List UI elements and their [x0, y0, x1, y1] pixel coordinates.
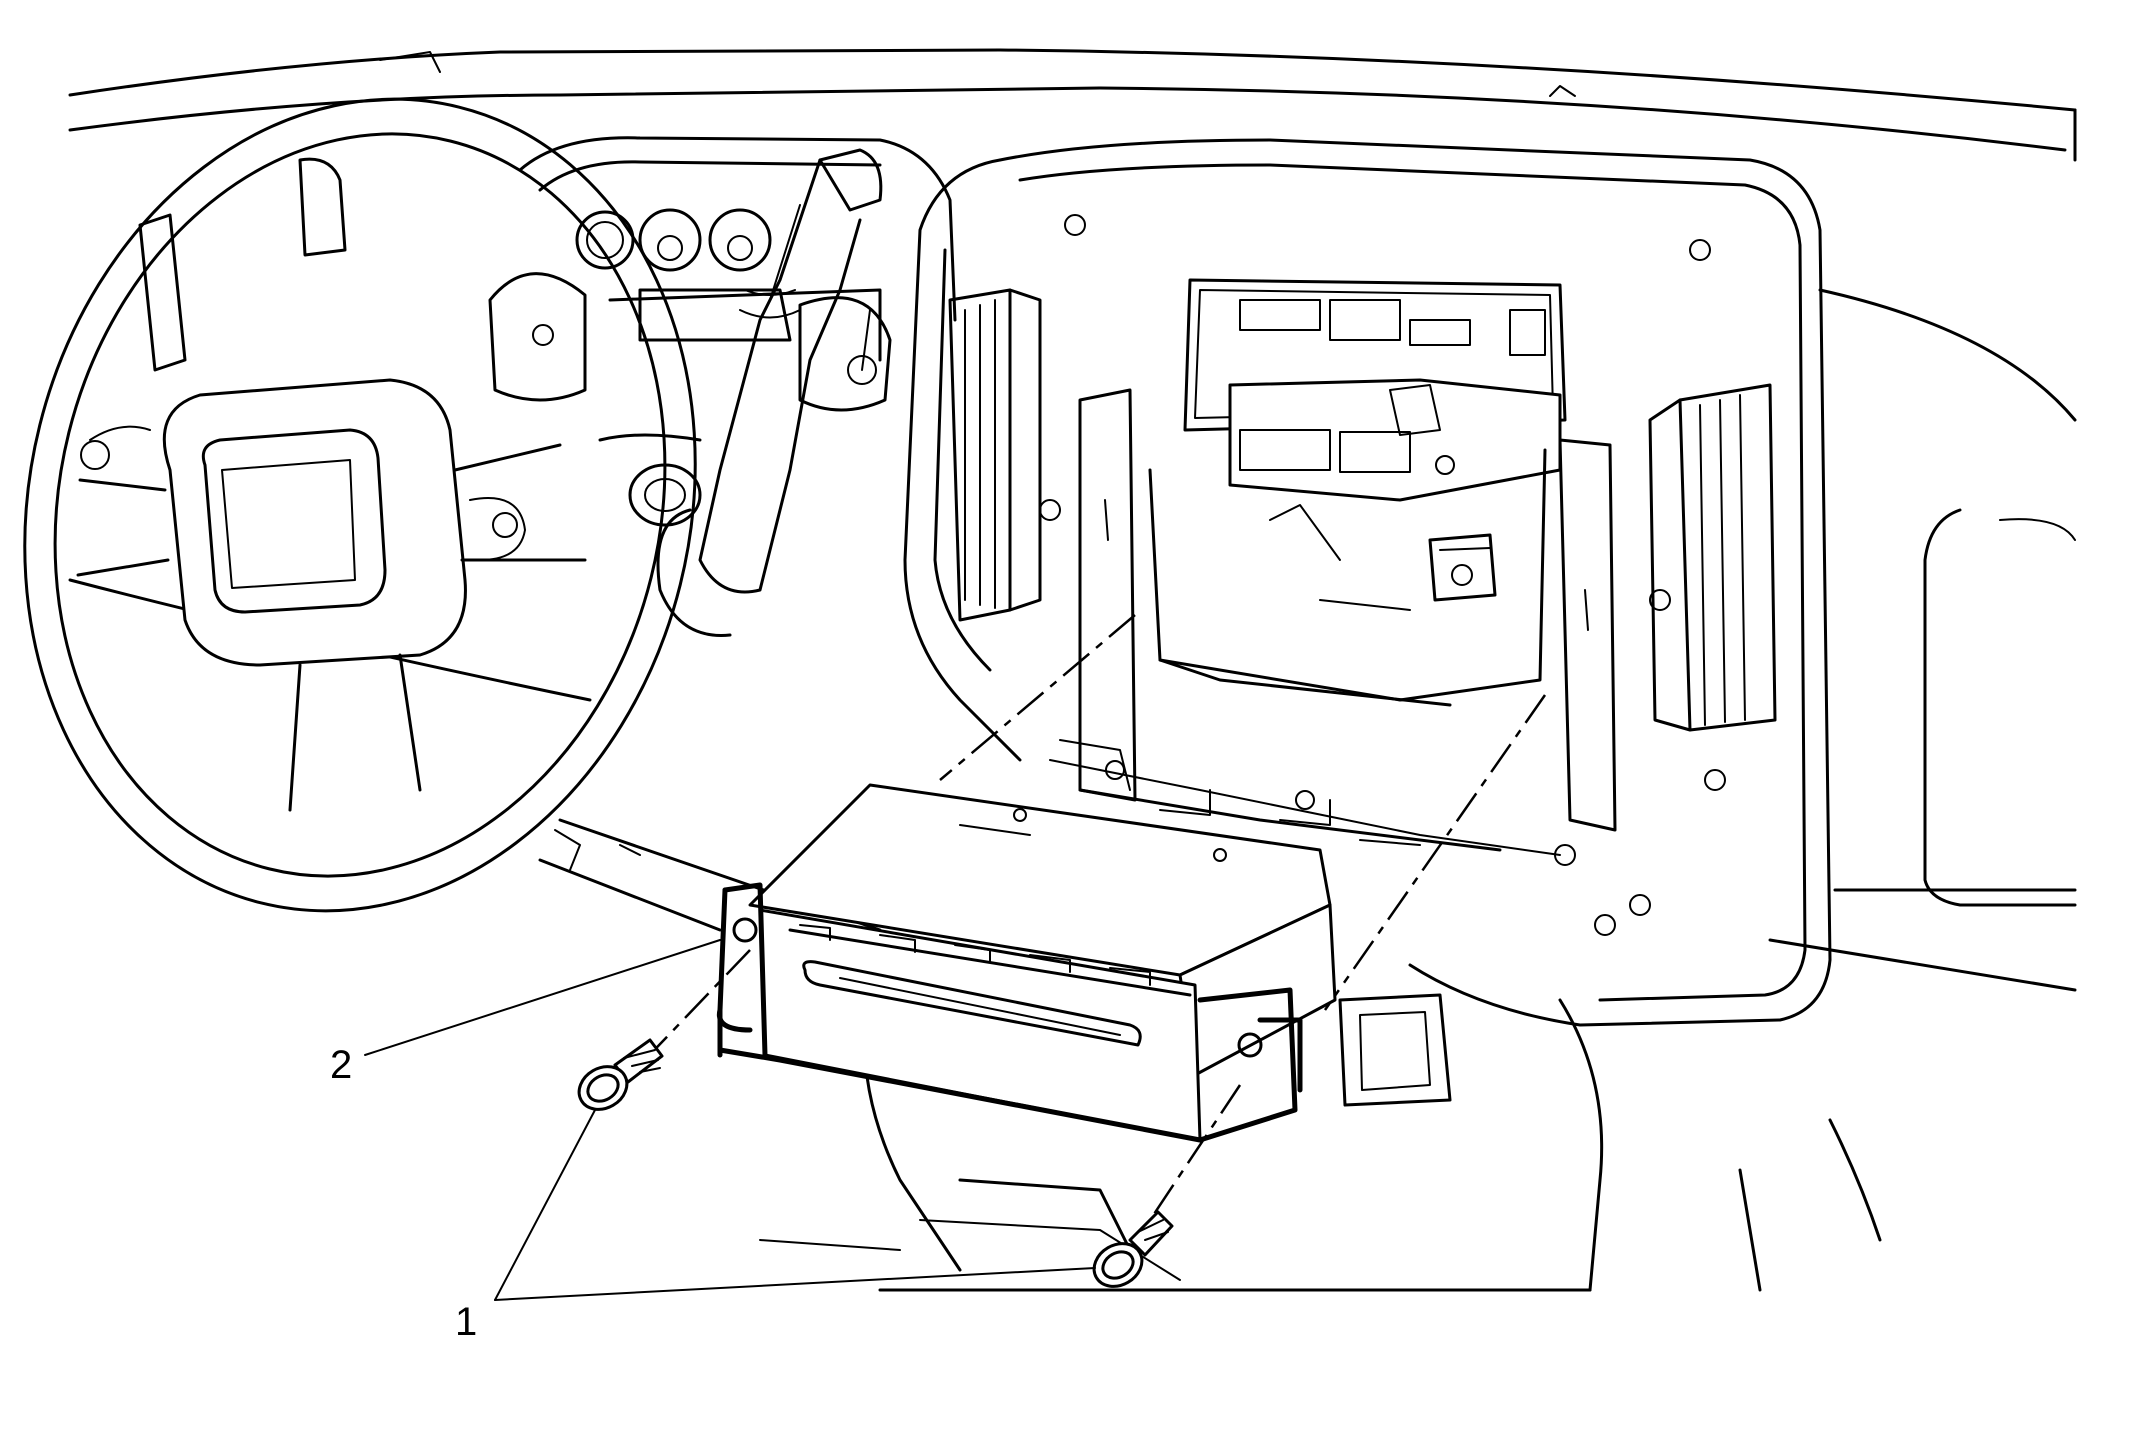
callout-2-label: 2 — [330, 1043, 352, 1087]
floor-console — [759, 978, 1604, 1292]
radio-receiver — [716, 783, 1337, 1143]
callout-1-label: 1 — [455, 1300, 477, 1344]
steering-wheel — [23, 97, 697, 913]
mounting-screw-right — [1092, 1210, 1174, 1288]
instrument-cluster — [488, 208, 892, 412]
alignment-lines — [639, 614, 1547, 1221]
dash-cavity — [1049, 278, 1617, 856]
column-shifter — [628, 148, 883, 637]
mounting-screw-left — [577, 1038, 664, 1111]
callout-leaders — [364, 939, 1096, 1301]
center-stack-bezel — [903, 138, 1832, 1027]
